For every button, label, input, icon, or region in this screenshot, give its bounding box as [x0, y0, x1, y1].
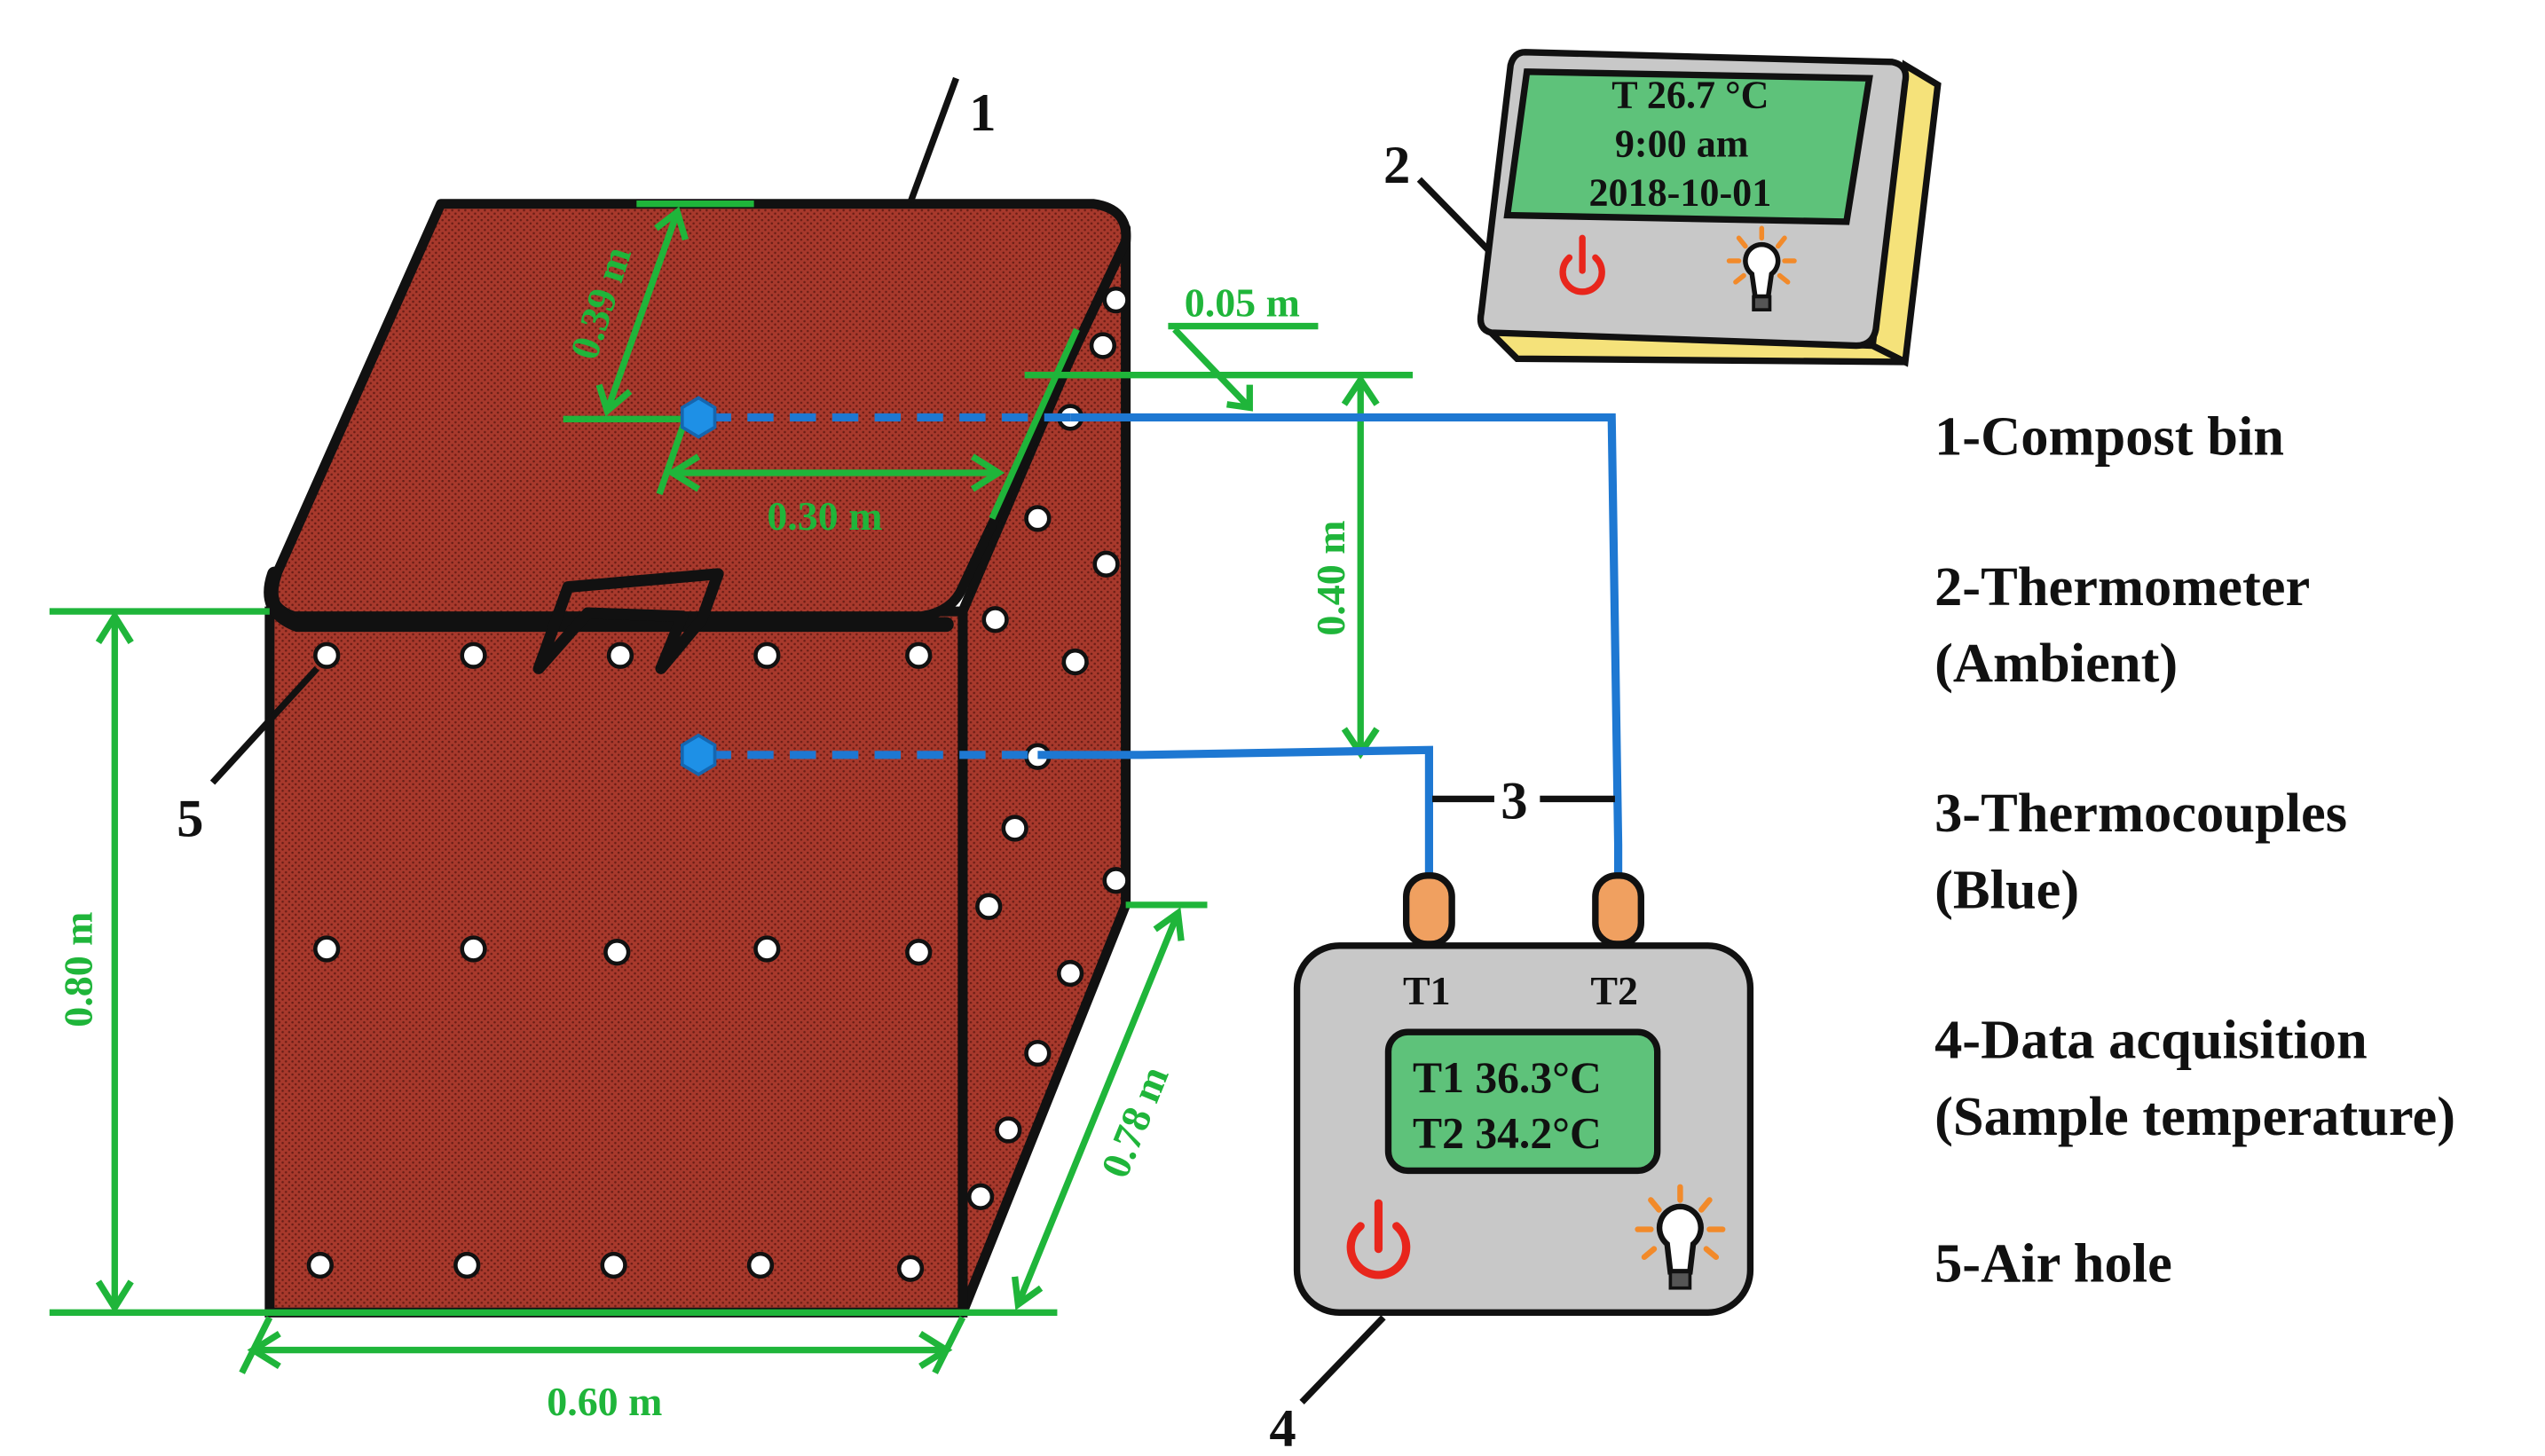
air-hole: [896, 1255, 925, 1282]
daq-row-t1: T1 36.3°C: [1413, 1053, 1602, 1102]
air-hole: [1056, 959, 1084, 988]
air-hole: [460, 935, 487, 963]
legend-item-3: 3-Thermocouples: [1934, 782, 2347, 844]
depth-label: 0.78 m: [1092, 1059, 1178, 1184]
legend: 1-Compost bin 2-Thermometer (Ambient) 3-…: [1934, 405, 2455, 1295]
port-label-t2: T2: [1590, 968, 1638, 1013]
air-hole: [746, 1251, 775, 1279]
ambient-thermometer: T 26.7 °C 9:00 am 2018-10-01: [1477, 49, 1942, 367]
air-hole: [905, 641, 933, 669]
bin-lid-lip: [264, 566, 954, 633]
air-hole: [313, 935, 341, 963]
legend-item-5: 5-Air hole: [1934, 1232, 2172, 1294]
legend-item-4-sub: (Sample temperature): [1934, 1085, 2455, 1147]
thermometer-date: 2018-10-01: [1588, 171, 1771, 215]
dimension-lines: [49, 201, 1414, 1374]
air-hole: [905, 939, 933, 966]
lid-handle: [532, 568, 724, 674]
air-hole: [453, 1251, 481, 1279]
power-icon[interactable]: [1346, 1199, 1411, 1279]
light-bulb-icon[interactable]: [1635, 1184, 1726, 1290]
thermocouple-wire-t1: [1037, 745, 1434, 881]
air-hole: [1024, 505, 1052, 532]
legend-item-2-sub: (Ambient): [1934, 632, 2178, 694]
air-hole: [981, 606, 1009, 634]
light-bulb-icon[interactable]: [1726, 225, 1797, 311]
legend-item-2: 2-Thermometer: [1934, 555, 2310, 618]
height-label: 0.80 m: [56, 912, 101, 1027]
air-hole: [313, 641, 341, 669]
air-hole: [603, 939, 631, 966]
thermocouple-wire-t2: [1070, 413, 1623, 881]
data-acquisition-unit: T1 T2 T1 36.3°C T2 34.2°C: [1293, 872, 1754, 1316]
air-hole: [460, 641, 487, 669]
lid-width-label: 0.30 m: [767, 493, 882, 539]
air-hole: [995, 1116, 1022, 1144]
legend-item-3-sub: (Blue): [1934, 859, 2079, 921]
thermometer-lcd: [1503, 68, 1873, 225]
thermocouples: [680, 396, 1623, 881]
callout-5: 5: [177, 790, 203, 849]
air-hole: [753, 935, 781, 963]
daq-row-t2: T2 34.2°C: [1413, 1109, 1602, 1158]
air-holes-front: [306, 641, 933, 1282]
thermometer-temp: T 26.7 °C: [1611, 73, 1769, 116]
probe-tip-upper: [680, 396, 717, 439]
legend-item-4: 4-Data acquisition: [1934, 1009, 2368, 1071]
power-icon[interactable]: [1559, 234, 1605, 295]
thermometer-time: 9:00 am: [1615, 122, 1749, 165]
legend-item-1: 1-Compost bin: [1934, 405, 2284, 468]
callout-numbers: 1 2 3 4 5: [177, 83, 1527, 1456]
air-hole: [606, 641, 634, 669]
air-holes-side: [966, 286, 1130, 1210]
probe-tip-lower: [680, 733, 717, 777]
air-hole: [975, 893, 1003, 920]
air-hole: [1061, 648, 1089, 676]
width-label: 0.60 m: [547, 1379, 662, 1424]
callout-2: 2: [1383, 136, 1410, 195]
air-hole: [600, 1251, 627, 1279]
air-hole: [1024, 1039, 1052, 1067]
air-hole: [306, 1251, 334, 1279]
air-hole: [1102, 286, 1130, 314]
air-hole: [1089, 332, 1117, 359]
air-hole: [1092, 550, 1120, 578]
wall-offset-label: 0.05 m: [1185, 279, 1300, 325]
callouts: [209, 76, 1615, 1405]
daq-lcd: [1384, 1028, 1661, 1175]
port-label-t1: T1: [1403, 968, 1451, 1013]
air-hole: [966, 1183, 995, 1210]
air-hole: [1102, 867, 1130, 894]
probe-spacing-label: 0.40 m: [1308, 521, 1353, 636]
air-hole: [753, 641, 781, 669]
connector-t2: [1592, 872, 1644, 948]
callout-1: 1: [969, 83, 996, 143]
callout-4: 4: [1269, 1399, 1296, 1456]
connector-t1: [1403, 872, 1455, 948]
callout-3: 3: [1501, 771, 1527, 830]
air-hole: [1001, 815, 1028, 842]
